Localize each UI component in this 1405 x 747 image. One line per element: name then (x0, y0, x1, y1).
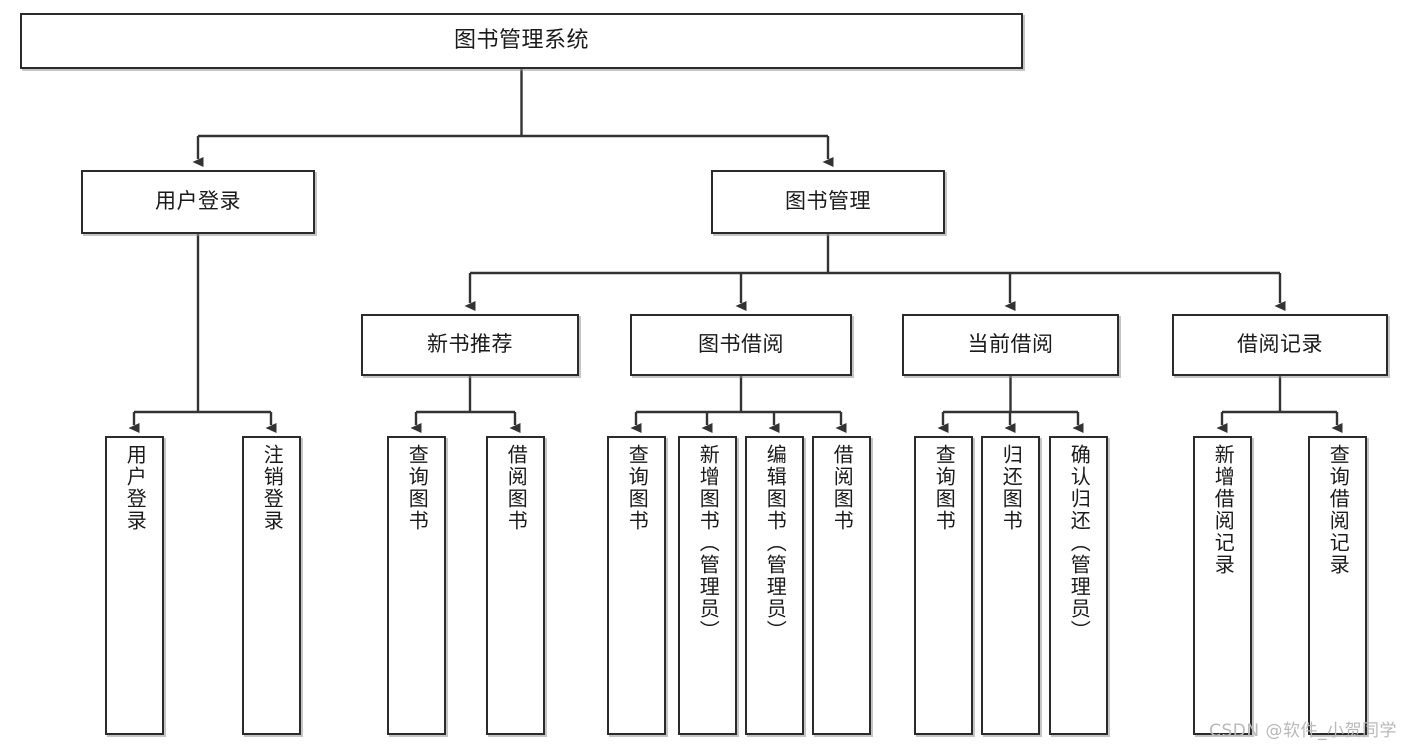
leaf-node-borrow-books-borrowing[interactable]: 借阅图书 (812, 436, 871, 735)
node-label: 查询图书 (405, 444, 430, 532)
leaf-node-add-borrow-record[interactable]: 新增借阅记录 (1193, 436, 1252, 735)
node-label: 借阅记录 (1237, 332, 1323, 357)
leaf-node-add-book-admin[interactable]: 新增图书（管理员） (678, 436, 737, 735)
node-root-book-management-system[interactable]: 图书管理系统 (20, 13, 1023, 69)
leaf-node-query-borrow-record[interactable]: 查询借阅记录 (1308, 436, 1367, 735)
node-book-borrowing[interactable]: 图书借阅 (630, 314, 852, 376)
node-label: 新增借阅记录 (1211, 444, 1236, 576)
node-new-book-recommendation[interactable]: 新书推荐 (361, 314, 579, 376)
node-label: 图书管理系统 (453, 28, 589, 54)
leaf-node-user-login[interactable]: 用户登录 (105, 436, 164, 735)
node-label: 用户登录 (123, 444, 148, 532)
node-borrowing-record[interactable]: 借阅记录 (1172, 314, 1388, 376)
leaf-node-query-books-borrowing[interactable]: 查询图书 (607, 436, 666, 735)
node-label: 查询图书 (932, 444, 957, 532)
leaf-node-edit-book-admin[interactable]: 编辑图书（管理员） (745, 436, 804, 735)
node-label: 用户登录 (155, 189, 241, 214)
node-user-login[interactable]: 用户登录 (81, 170, 315, 234)
node-label: 新书推荐 (427, 332, 513, 357)
node-label: 新增图书（管理员） (696, 444, 721, 642)
node-current-borrowing[interactable]: 当前借阅 (902, 314, 1119, 376)
node-label: 注销登录 (260, 444, 285, 532)
node-label: 借阅图书 (830, 444, 855, 532)
leaf-node-confirm-return-admin[interactable]: 确认归还（管理员） (1049, 436, 1108, 735)
node-label: 图书借阅 (698, 332, 784, 357)
leaf-node-return-books[interactable]: 归还图书 (981, 436, 1040, 735)
leaf-node-query-books-recommendation[interactable]: 查询图书 (387, 436, 446, 735)
node-label: 归还图书 (999, 444, 1024, 532)
node-label: 图书管理 (785, 189, 871, 214)
node-label: 查询图书 (625, 444, 650, 532)
node-label: 当前借阅 (967, 332, 1054, 357)
node-label: 借阅图书 (504, 444, 529, 532)
leaf-node-logout[interactable]: 注销登录 (242, 436, 301, 735)
node-book-management[interactable]: 图书管理 (711, 170, 945, 234)
node-label: 确认归还（管理员） (1067, 444, 1092, 642)
leaf-node-borrow-books-recommendation[interactable]: 借阅图书 (486, 436, 545, 735)
watermark-text: CSDN @软件_小贺同学 (1209, 721, 1397, 741)
node-label: 查询借阅记录 (1326, 444, 1351, 576)
node-label: 编辑图书（管理员） (763, 444, 788, 642)
leaf-node-query-books-current[interactable]: 查询图书 (914, 436, 973, 735)
